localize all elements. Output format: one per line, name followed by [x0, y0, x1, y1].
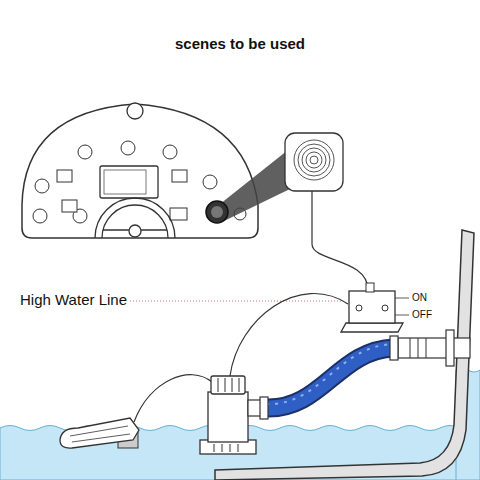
gauge — [203, 175, 217, 189]
pump-rib — [222, 444, 223, 452]
float-switch-box: ON OFF — [340, 282, 450, 338]
alarm-ring — [294, 140, 334, 180]
discharge-hose — [266, 348, 394, 408]
alarm-ring — [310, 156, 318, 164]
dashboard-panel — [22, 104, 258, 238]
alarm-wire — [312, 191, 368, 290]
screw — [356, 305, 362, 311]
pump-rib — [232, 378, 233, 392]
pump-body — [208, 392, 248, 442]
fitting-ring — [410, 338, 411, 358]
display-screen — [172, 170, 187, 182]
gauge — [35, 179, 49, 193]
high-water-leader — [130, 301, 342, 302]
steering-wheel — [95, 198, 175, 238]
fitting-flange — [446, 330, 454, 366]
pump-rib — [225, 378, 226, 392]
pump-rib — [239, 378, 240, 392]
thru-hull-fitting — [398, 338, 470, 358]
display-screen — [57, 170, 72, 182]
main-screen-inner — [104, 170, 146, 194]
pump-cap — [211, 376, 245, 394]
gauge — [78, 145, 92, 159]
pump-rib — [238, 444, 239, 452]
dash-alarm-face — [211, 206, 223, 218]
alarm-ring — [306, 152, 322, 168]
steering-hub — [129, 225, 141, 237]
pump-rib — [218, 378, 219, 392]
hose-clamp — [390, 336, 398, 360]
main-screen — [100, 166, 158, 198]
fan-display — [170, 208, 187, 220]
switch-outline — [340, 282, 450, 338]
switch-base — [341, 323, 403, 332]
dash-alarm — [206, 201, 228, 223]
gauge — [33, 209, 47, 223]
pump-rib — [214, 444, 215, 452]
hose-clamp — [260, 397, 268, 419]
fitting-ring — [426, 338, 427, 358]
float-wire — [134, 375, 212, 422]
callout-beam — [220, 150, 292, 221]
pump-wire — [230, 293, 348, 376]
gauge — [163, 145, 177, 159]
hose-stripe — [266, 344, 394, 404]
switch-body — [349, 291, 395, 323]
screw — [382, 305, 388, 311]
hose-outline — [266, 348, 394, 408]
water-line-label: High Water Line — [20, 292, 127, 309]
switch-toggle — [366, 283, 374, 292]
display-screen — [62, 200, 77, 212]
leader-line — [395, 315, 409, 316]
title: scenes to be used — [0, 36, 480, 53]
switch-state-label: OFF — [412, 309, 432, 320]
fitting-ring — [418, 338, 419, 358]
gauge — [121, 141, 135, 155]
float-switch — [60, 418, 139, 448]
pump-rib — [230, 444, 231, 452]
dashboard-knob — [127, 103, 143, 119]
alarm-box — [285, 133, 343, 191]
alarm-ring — [298, 144, 330, 176]
alarm-ring — [302, 148, 326, 172]
switch-state-label: ON — [412, 292, 427, 303]
leader-line — [395, 298, 409, 299]
float-detail — [70, 426, 130, 442]
